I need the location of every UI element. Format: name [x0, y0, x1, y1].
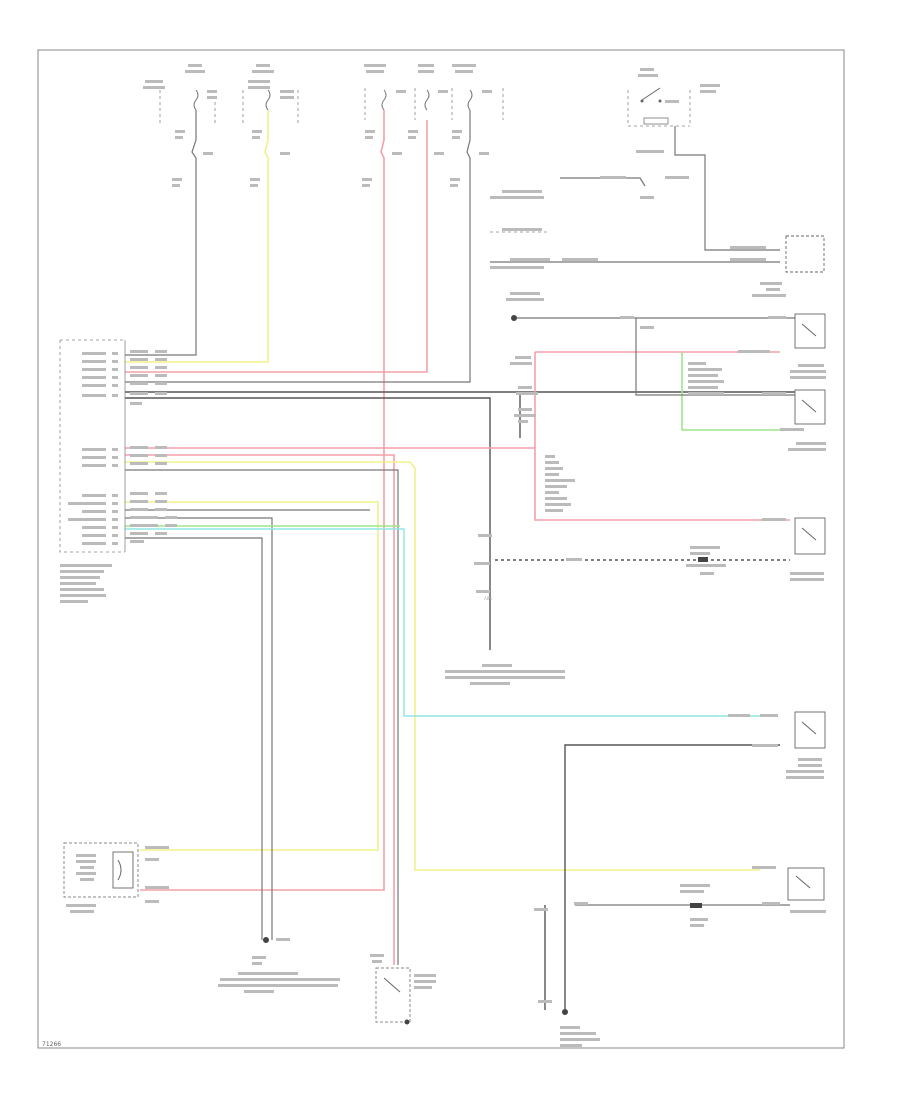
wires — [125, 110, 800, 1010]
fuse-2-icon — [265, 89, 271, 111]
switch-top-right — [490, 68, 825, 297]
footer-code: 71266 — [42, 1041, 61, 1048]
module-bottom-left — [63, 842, 169, 913]
switch-contact-icon — [641, 87, 661, 101]
right-front-door-switch-icon — [794, 517, 826, 555]
diagram-frame — [37, 49, 845, 1049]
wire-labels-top — [172, 130, 489, 187]
fuse-4-icon — [424, 89, 430, 111]
fuse-1-icon — [193, 89, 199, 111]
switches-right — [728, 313, 826, 913]
bottom-center — [218, 937, 436, 1025]
parking-brake-switch-icon — [375, 967, 411, 1023]
fuse-3-icon — [381, 89, 387, 111]
ground-point-icon — [511, 315, 517, 321]
seat-belt-switch-icon — [794, 711, 826, 749]
ground-bottom-icon — [562, 1009, 568, 1015]
fuse-panel-top — [143, 64, 504, 125]
module-left — [59, 339, 177, 603]
chime-module-icon — [112, 851, 134, 889]
fuse-5-icon — [467, 89, 473, 111]
abs-label: ABS — [484, 596, 492, 601]
bottom-right — [534, 884, 710, 1047]
ground-and-labels-mid — [445, 292, 726, 685]
fuel-level-sender-icon — [785, 235, 825, 273]
